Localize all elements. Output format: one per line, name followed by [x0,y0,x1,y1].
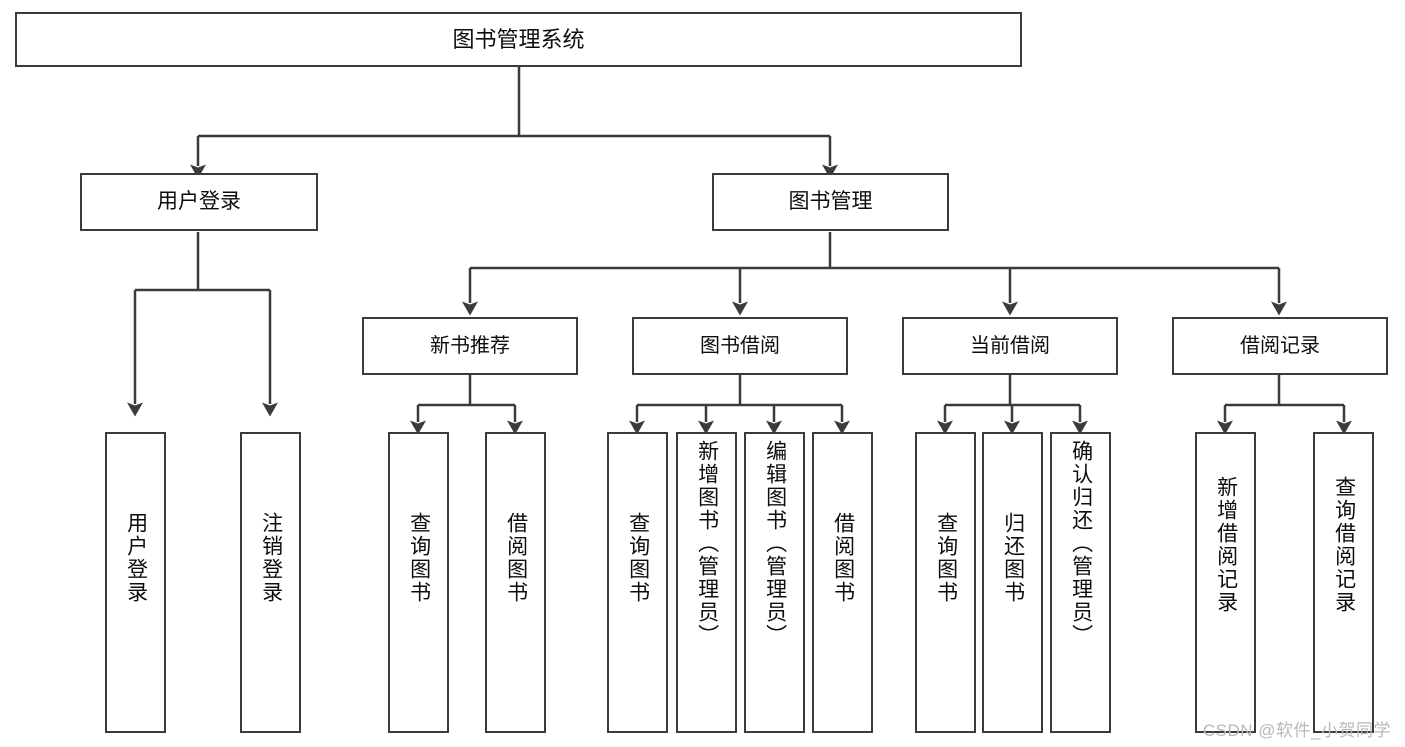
node-borrow-record[interactable]: 借阅记录 [1172,317,1388,375]
node-new-book-rec-label: 新书推荐 [430,334,510,357]
node-root[interactable]: 图书管理系统 [15,12,1022,67]
node-book-manage-label: 图书管理 [788,189,873,213]
leaf-add-book-label: 新增图书（管理员） [695,440,719,647]
leaf-query-book-3-label: 查询图书 [934,512,958,604]
node-user-login[interactable]: 用户登录 [80,173,318,231]
leaf-borrow-book-2-label: 借阅图书 [831,512,855,604]
leaf-return-book-label: 归还图书 [1001,512,1025,604]
leaf-borrow-book-1[interactable]: 借阅图书 [485,432,546,733]
node-root-label: 图书管理系统 [452,26,585,52]
leaf-query-book-2[interactable]: 查询图书 [607,432,668,733]
leaf-query-book-2-label: 查询图书 [626,512,650,604]
leaf-user-logout[interactable]: 注销登录 [240,432,301,733]
leaf-query-record-label: 查询借阅记录 [1332,476,1356,614]
leaf-return-book[interactable]: 归还图书 [982,432,1043,733]
node-book-manage[interactable]: 图书管理 [712,173,949,231]
node-book-borrow-label: 图书借阅 [700,334,780,357]
leaf-borrow-book-2[interactable]: 借阅图书 [812,432,873,733]
watermark: CSDN @软件_小贺同学 [1202,721,1391,740]
leaf-user-logout-label: 注销登录 [259,512,283,604]
leaf-add-book[interactable]: 新增图书（管理员） [676,432,737,733]
leaf-edit-book[interactable]: 编辑图书（管理员） [744,432,805,733]
leaf-confirm-return[interactable]: 确认归还（管理员） [1050,432,1111,733]
leaf-add-record[interactable]: 新增借阅记录 [1195,432,1256,733]
leaf-add-record-label: 新增借阅记录 [1214,476,1238,614]
leaf-query-book-1-label: 查询图书 [407,512,431,604]
leaf-user-login[interactable]: 用户登录 [105,432,166,733]
node-current-borrow-label: 当前借阅 [970,334,1050,357]
node-user-login-label: 用户登录 [157,189,241,213]
node-book-borrow[interactable]: 图书借阅 [632,317,848,375]
node-borrow-record-label: 借阅记录 [1240,334,1320,357]
leaf-borrow-book-1-label: 借阅图书 [504,512,528,604]
leaf-query-book-1[interactable]: 查询图书 [388,432,449,733]
leaf-user-login-label: 用户登录 [124,512,148,604]
node-new-book-rec[interactable]: 新书推荐 [362,317,578,375]
node-current-borrow[interactable]: 当前借阅 [902,317,1118,375]
leaf-confirm-return-label: 确认归还（管理员） [1069,440,1093,647]
leaf-query-book-3[interactable]: 查询图书 [915,432,976,733]
leaf-query-record[interactable]: 查询借阅记录 [1313,432,1374,733]
leaf-edit-book-label: 编辑图书（管理员） [763,440,787,647]
